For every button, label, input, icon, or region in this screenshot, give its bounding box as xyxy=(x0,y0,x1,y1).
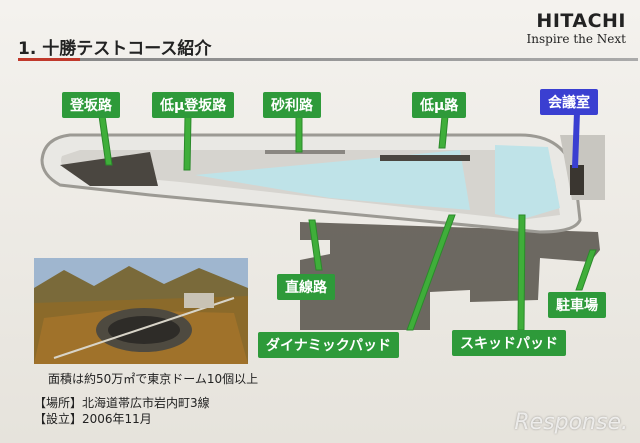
gravel-strip xyxy=(265,150,345,154)
label-straight-road: 直線路 xyxy=(277,274,335,300)
label-gravel-road: 砂利路 xyxy=(263,92,321,118)
label-low-mu-road: 低μ路 xyxy=(412,92,466,118)
label-hill-road: 登坂路 xyxy=(62,92,120,118)
label-dynamic-pad: ダイナミックパッド xyxy=(258,332,399,358)
aerial-photo-image xyxy=(34,258,248,364)
label-parking: 駐車場 xyxy=(548,292,606,318)
response-watermark: Response. xyxy=(514,410,628,435)
label-low-mu-hill-road: 低μ登坂路 xyxy=(152,92,234,118)
label-meeting-room: 会議室 xyxy=(540,89,598,115)
aerial-photo xyxy=(34,258,248,364)
established-caption: 【設立】2006年11月 xyxy=(34,410,152,427)
label-skid-pad: スキッドパッド xyxy=(452,330,566,356)
area-caption: 面積は約50万㎡で東京ドーム10個以上 xyxy=(48,370,258,387)
meeting-room-building xyxy=(570,165,584,195)
location-caption: 【場所】北海道帯広市岩内町3線 xyxy=(34,394,210,411)
low-mu-strip xyxy=(380,155,470,161)
